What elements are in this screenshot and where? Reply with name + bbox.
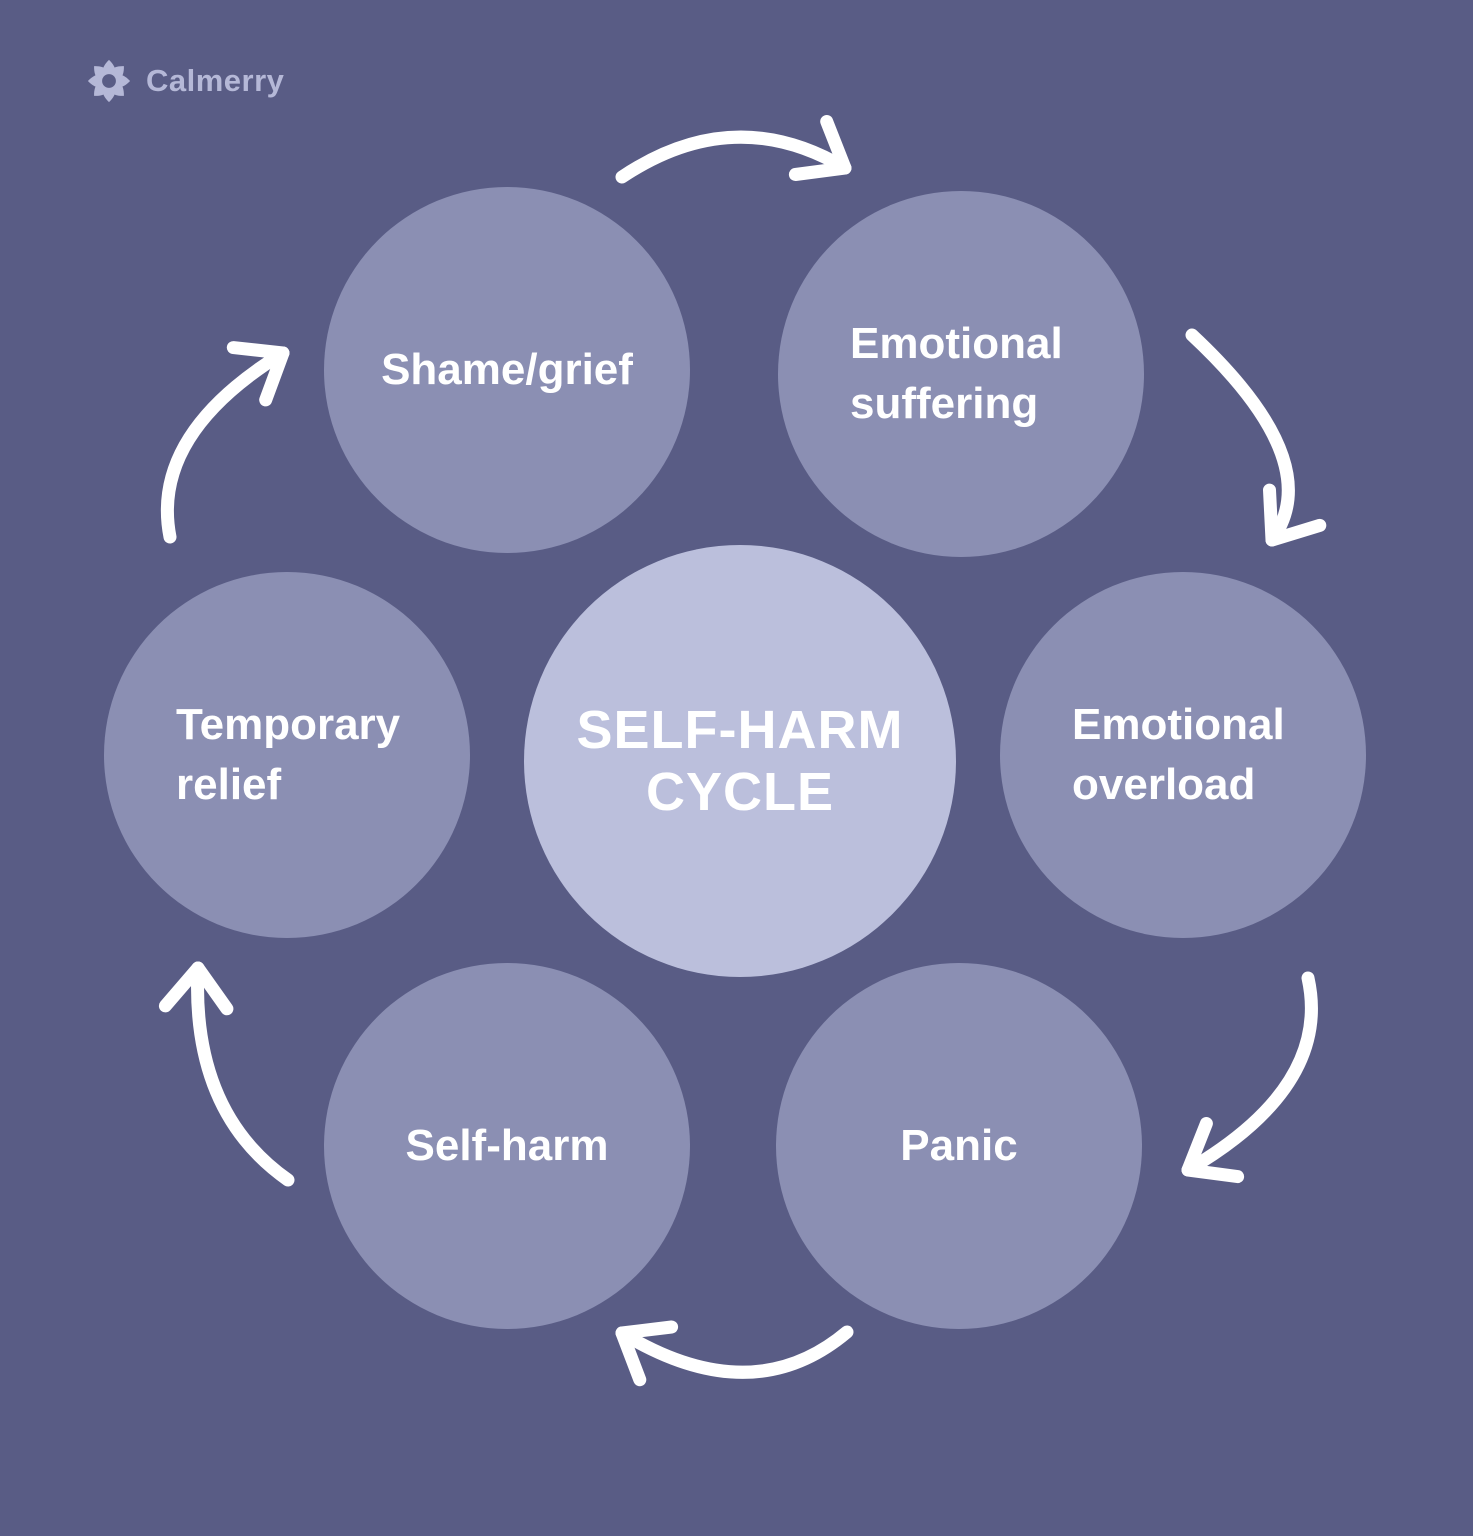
arrow-suffering-to-overload-head	[1263, 483, 1327, 547]
brand-logo: Calmerry	[86, 58, 284, 104]
arrow-relief-to-shame-head	[226, 341, 290, 407]
arrow-shame-to-suffering	[615, 130, 852, 184]
circle-self-harm: Self-harm	[324, 963, 690, 1329]
circle-label: Shame/grief	[381, 345, 633, 394]
arrow-relief-to-shame	[160, 346, 290, 544]
circle-label: Self-harm	[405, 1121, 609, 1170]
center-circle-label: SELF-HARM CYCLE	[576, 700, 904, 822]
arrow-selfharm-to-relief-head	[158, 961, 234, 1016]
circle-panic: Panic	[776, 963, 1142, 1329]
arrow-panic-to-selfharm	[615, 1325, 854, 1379]
circle-label: Emotional overload	[1072, 700, 1285, 809]
arrow-suffering-to-overload	[1185, 328, 1295, 547]
circle-label: Panic	[900, 1121, 1018, 1170]
circle-emotional-suffering: Emotional suffering	[778, 191, 1144, 557]
circle-label: Emotional suffering	[850, 319, 1063, 428]
center-circle: SELF-HARM CYCLE	[524, 545, 956, 977]
circle-label: Temporary relief	[176, 700, 401, 809]
arrow-selfharm-to-relief	[191, 961, 295, 1187]
arrow-overload-to-panic-head	[1181, 1117, 1245, 1184]
circle-emotional-overload: Emotional overload	[1000, 572, 1366, 938]
circle-temporary-relief: Temporary relief	[104, 572, 470, 938]
arrow-shame-to-suffering-head	[788, 115, 852, 181]
circle-shame-grief: Shame/grief	[324, 187, 690, 553]
calmerry-flower-icon	[87, 59, 131, 103]
arrow-overload-to-panic	[1181, 971, 1318, 1177]
brand-name: Calmerry	[146, 63, 285, 98]
arrow-panic-to-selfharm-head	[615, 1320, 679, 1387]
